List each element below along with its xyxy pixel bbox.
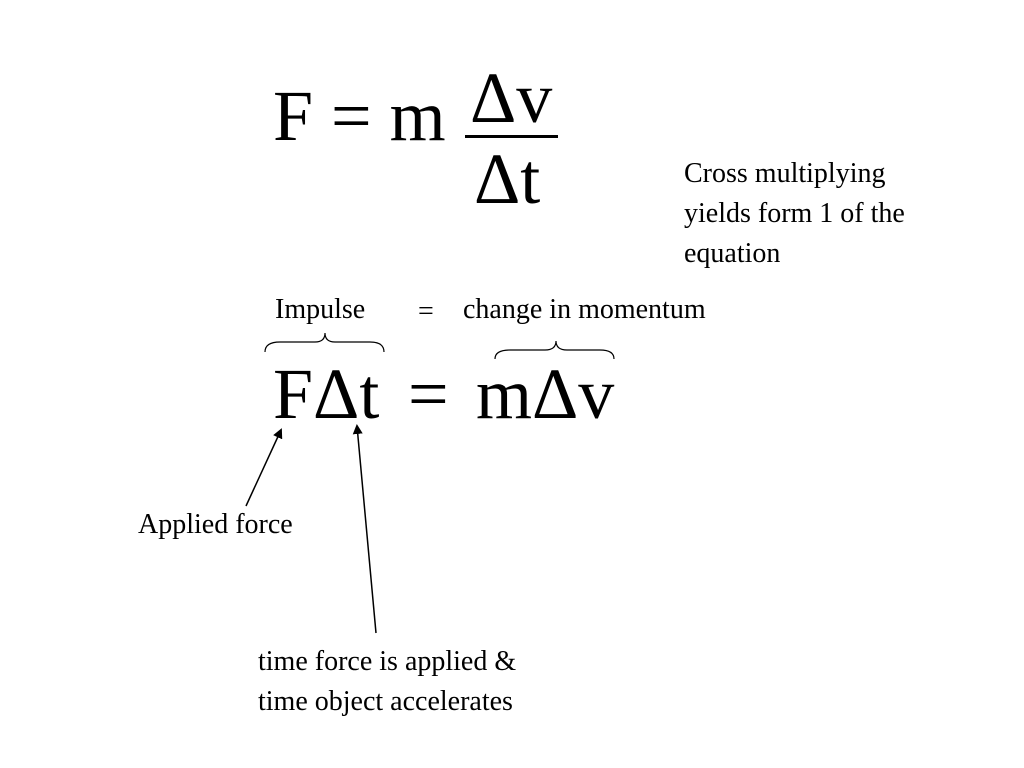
equation-2-lhs: FΔt xyxy=(273,354,380,434)
cross-multiplying-note: Cross multiplying yields form 1 of the e… xyxy=(684,154,905,274)
momentum-brace xyxy=(494,340,615,360)
equation-1-denominator: Δt xyxy=(474,139,541,219)
note-line-3: equation xyxy=(684,238,781,269)
impulse-label: Impulse xyxy=(275,294,366,325)
time-annotation-line-2: time object accelerates xyxy=(258,686,513,717)
note-line-2: yields form 1 of the xyxy=(684,198,905,229)
equation-2-equals: = xyxy=(408,354,449,434)
applied-force-label: Applied force xyxy=(138,509,293,540)
impulse-brace xyxy=(264,332,385,353)
fraction-bar xyxy=(465,135,558,138)
applied-force-arrow xyxy=(245,428,283,507)
note-line-1: Cross multiplying xyxy=(684,158,886,189)
equation-1-lhs: F = m xyxy=(273,76,446,156)
time-arrow xyxy=(352,424,377,634)
change-in-momentum-label: change in momentum xyxy=(463,294,706,325)
time-annotation-line-1: time force is applied & xyxy=(258,646,517,677)
equation-2-rhs: mΔv xyxy=(476,354,615,434)
time-annotation: time force is applied & time object acce… xyxy=(258,642,516,722)
labels-equals: = xyxy=(418,296,434,327)
equation-1-numerator: Δv xyxy=(470,58,553,138)
